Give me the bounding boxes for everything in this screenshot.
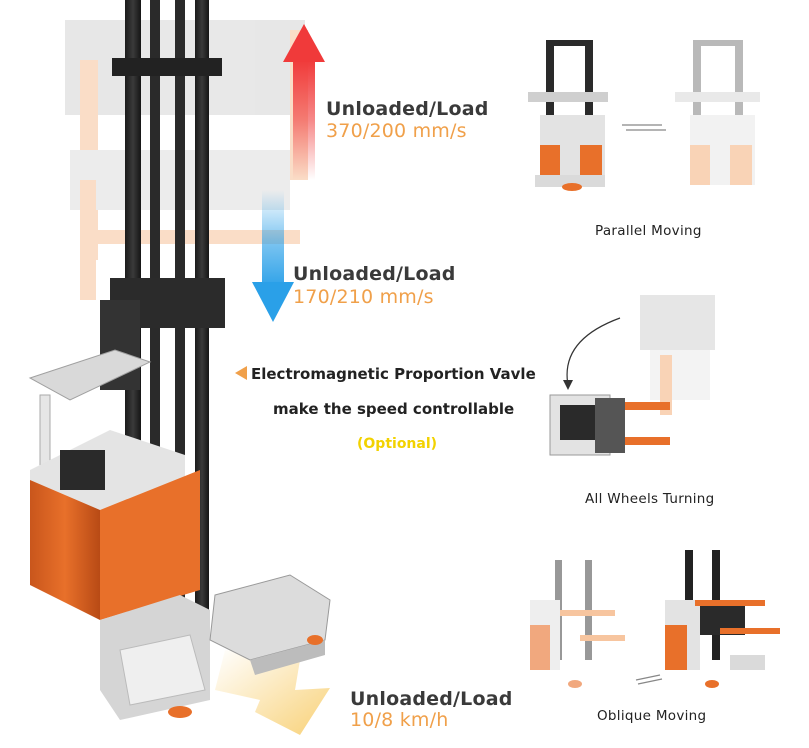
optional-tag: (Optional): [357, 436, 438, 452]
caption-all-wheels-turning: All Wheels Turning: [585, 491, 715, 507]
caption-parallel-moving: Parallel Moving: [595, 223, 702, 239]
all-wheels-turning-image: [549, 295, 715, 456]
lift-speed-value: 370/200 mm/s: [326, 120, 467, 142]
caption-oblique-moving: Oblique Moving: [597, 708, 707, 724]
travel-speed-label: Unloaded/Load: [350, 688, 513, 710]
valve-pointer-icon: [235, 366, 247, 380]
travel-arrow: [215, 650, 330, 735]
valve-note-line2: make the speed controllable: [273, 400, 515, 418]
valve-note-line1: Electromagnetic Proportion Vavle: [251, 365, 536, 383]
travel-speed-value: 10/8 km/h: [350, 709, 449, 731]
oblique-moving-image: [530, 550, 780, 688]
lower-speed-label: Unloaded/Load: [293, 263, 456, 285]
lower-down-arrow: [252, 190, 294, 322]
lift-speed-label: Unloaded/Load: [326, 98, 489, 120]
truck-body: [30, 430, 210, 720]
lift-up-arrow: [283, 24, 325, 180]
fork-carriage: [209, 574, 331, 675]
parallel-moving-image: [528, 40, 760, 191]
overhead-guard: [28, 349, 152, 506]
lower-speed-value: 170/210 mm/s: [293, 286, 434, 308]
